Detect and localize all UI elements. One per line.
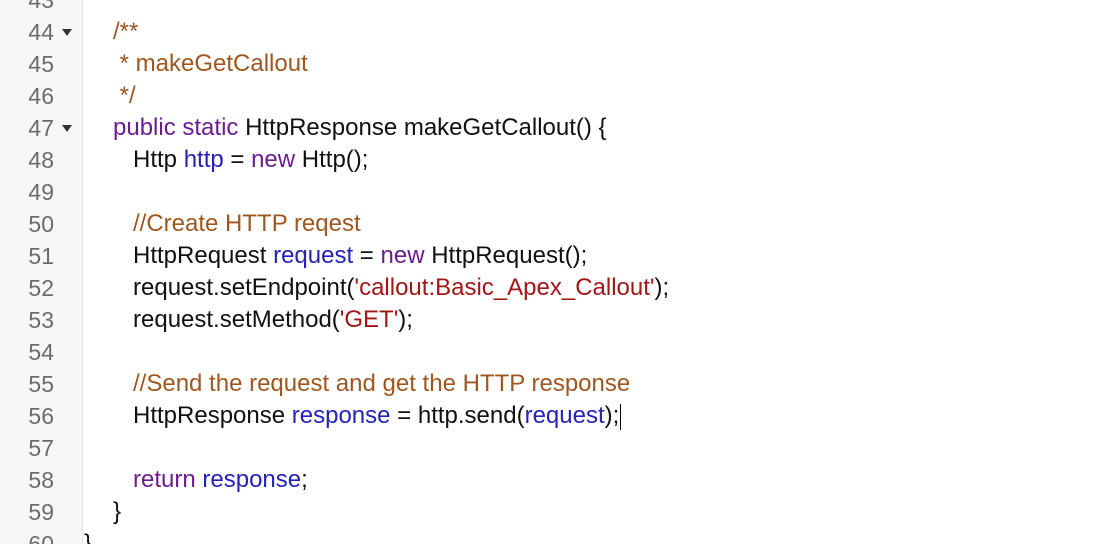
code-line[interactable]: 52 request.setEndpoint('callout:Basic_Ap… (0, 272, 1098, 304)
code-token-plain: ); (604, 402, 620, 429)
code-token-plain: Http (113, 146, 184, 173)
code-token-keyword: static (182, 114, 239, 141)
code-token-plain: } (113, 498, 122, 525)
code-token-comment: */ (113, 82, 136, 109)
code-token-comment: //Send the request and get the HTTP resp… (113, 370, 631, 397)
code-token-plain: HttpRequest (113, 242, 274, 269)
line-number: 44 (28, 19, 54, 45)
code-text: request.setMethod('GET'); (113, 304, 413, 336)
line-number: 54 (28, 339, 54, 365)
code-token-plain: = http.send( (390, 402, 525, 429)
line-number: 55 (28, 371, 54, 397)
code-token-plain: } (84, 530, 93, 544)
code-line[interactable]: 43 (0, 0, 1098, 16)
code-line[interactable]: 48 Http http = new Http(); (0, 144, 1098, 176)
code-text: request.setEndpoint('callout:Basic_Apex_… (113, 272, 669, 304)
code-text: HttpRequest request = new HttpRequest(); (113, 240, 587, 272)
code-text: HttpResponse response = http.send(reques… (113, 400, 622, 432)
code-token-variable: http (183, 146, 224, 173)
code-token-plain: ); (654, 274, 670, 301)
code-text: //Send the request and get the HTTP resp… (113, 368, 630, 400)
code-line[interactable]: 44 /** (0, 16, 1098, 48)
fold-arrow-down-icon[interactable] (62, 29, 72, 36)
code-line[interactable]: 51 HttpRequest request = new HttpRequest… (0, 240, 1098, 272)
line-number: 60 (28, 531, 54, 544)
code-token-string: 'GET' (339, 306, 399, 333)
code-token-plain (113, 466, 133, 493)
code-line[interactable]: 46 */ (0, 80, 1098, 112)
code-token-plain: = (223, 146, 252, 173)
code-token-plain: ; (301, 466, 308, 493)
code-line[interactable]: 58 return response; (0, 464, 1098, 496)
fold-arrow-down-icon[interactable] (62, 125, 72, 132)
code-token-keyword: return (133, 466, 196, 493)
line-number: 56 (28, 403, 54, 429)
code-line[interactable]: 49 (0, 176, 1098, 208)
code-line[interactable]: 45 * makeGetCallout (0, 48, 1098, 80)
code-token-variable: response (291, 402, 391, 429)
line-number: 52 (28, 275, 54, 301)
code-text: * makeGetCallout (113, 48, 308, 80)
code-text: /** (113, 16, 138, 48)
code-token-variable: request (524, 402, 605, 429)
code-token-keyword: public (113, 114, 176, 141)
code-text: public static HttpResponse makeGetCallou… (113, 112, 607, 144)
line-number: 51 (28, 243, 54, 269)
line-number: 48 (28, 147, 54, 173)
code-token-plain: request.setMethod( (113, 306, 340, 333)
code-line[interactable]: 53 request.setMethod('GET'); (0, 304, 1098, 336)
code-token-keyword: new (380, 242, 425, 269)
line-number: 58 (28, 467, 54, 493)
line-number: 50 (28, 211, 54, 237)
line-number: 49 (28, 179, 54, 205)
line-number: 46 (28, 83, 54, 109)
code-token-plain: request.setEndpoint( (113, 274, 355, 301)
code-line[interactable]: 50 //Create HTTP reqest (0, 208, 1098, 240)
code-line[interactable]: 59} (0, 496, 1098, 528)
code-token-comment: /** (113, 18, 139, 45)
code-line[interactable]: 56 HttpResponse response = http.send(req… (0, 400, 1098, 432)
text-caret (620, 403, 622, 430)
code-text: //Create HTTP reqest (113, 208, 361, 240)
line-number: 43 (28, 0, 54, 13)
code-text: Http http = new Http(); (113, 144, 368, 176)
code-token-plain: = (353, 242, 381, 269)
code-text: } (113, 496, 121, 528)
line-number: 59 (28, 499, 54, 525)
line-number: 45 (28, 51, 54, 77)
line-number: 57 (28, 435, 54, 461)
code-token-plain: ); (398, 306, 413, 333)
code-line[interactable]: 57 (0, 432, 1098, 464)
code-text: */ (113, 80, 136, 112)
code-token-plain: HttpResponse makeGetCallout() { (238, 114, 607, 141)
line-number-gutter (0, 0, 83, 544)
code-token-plain: HttpResponse (113, 402, 292, 429)
code-token-plain: Http(); (295, 146, 369, 173)
code-text: return response; (113, 464, 308, 496)
code-token-keyword: new (251, 146, 296, 173)
code-line[interactable]: 60} (0, 528, 1098, 544)
code-token-plain: HttpRequest(); (424, 242, 588, 269)
code-text: } (84, 528, 92, 544)
code-token-variable: request (273, 242, 354, 269)
code-token-string: 'callout:Basic_Apex_Callout' (354, 274, 655, 301)
code-line[interactable]: 47 public static HttpResponse makeGetCall… (0, 112, 1098, 144)
code-token-comment: * makeGetCallout (113, 50, 308, 77)
line-number: 53 (28, 307, 54, 333)
code-line[interactable]: 54 (0, 336, 1098, 368)
code-line[interactable]: 55 //Send the request and get the HTTP r… (0, 368, 1098, 400)
code-token-variable: response (202, 466, 302, 493)
line-number: 47 (28, 115, 54, 141)
code-token-comment: //Create HTTP reqest (113, 210, 361, 237)
